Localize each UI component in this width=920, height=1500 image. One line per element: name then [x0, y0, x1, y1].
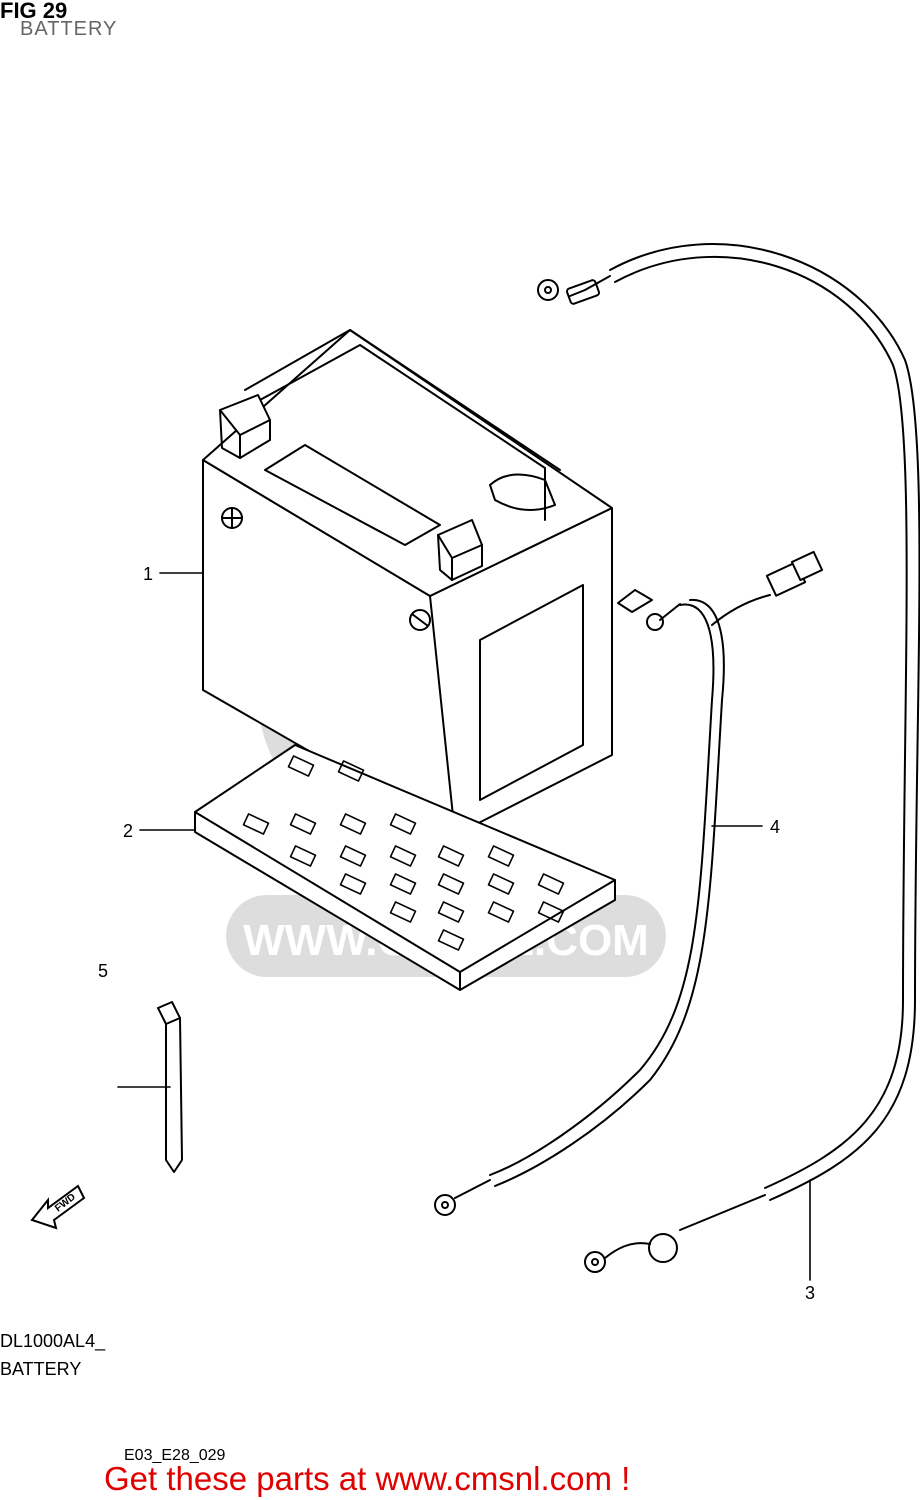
cable-tie-part — [157, 1001, 183, 1173]
callout-4: 4 — [770, 817, 781, 837]
callout-3: 3 — [805, 1283, 816, 1303]
model-code: DL1000AL4_ — [0, 1331, 106, 1351]
leader-lines — [117, 572, 811, 1281]
figure-title: FIG 29 — [0, 0, 68, 23]
forward-arrow-icon: FWD — [30, 1184, 86, 1230]
cta-link[interactable]: Get these parts at www.cmsnl.com ! — [104, 1460, 631, 1497]
diagram-code: E03_E28_029 — [124, 1447, 226, 1464]
cable-part-4 — [434, 550, 824, 1216]
cable-part-3 — [537, 243, 920, 1273]
callout-1: 1 — [143, 564, 154, 584]
callout-5: 5 — [98, 961, 109, 981]
figure-subtitle: BATTERY — [20, 18, 118, 40]
callout-2: 2 — [123, 821, 134, 841]
battery-tray-part — [194, 744, 616, 991]
model-name: BATTERY — [0, 1359, 82, 1379]
tray-slots — [242, 755, 565, 951]
battery-part — [202, 329, 613, 836]
